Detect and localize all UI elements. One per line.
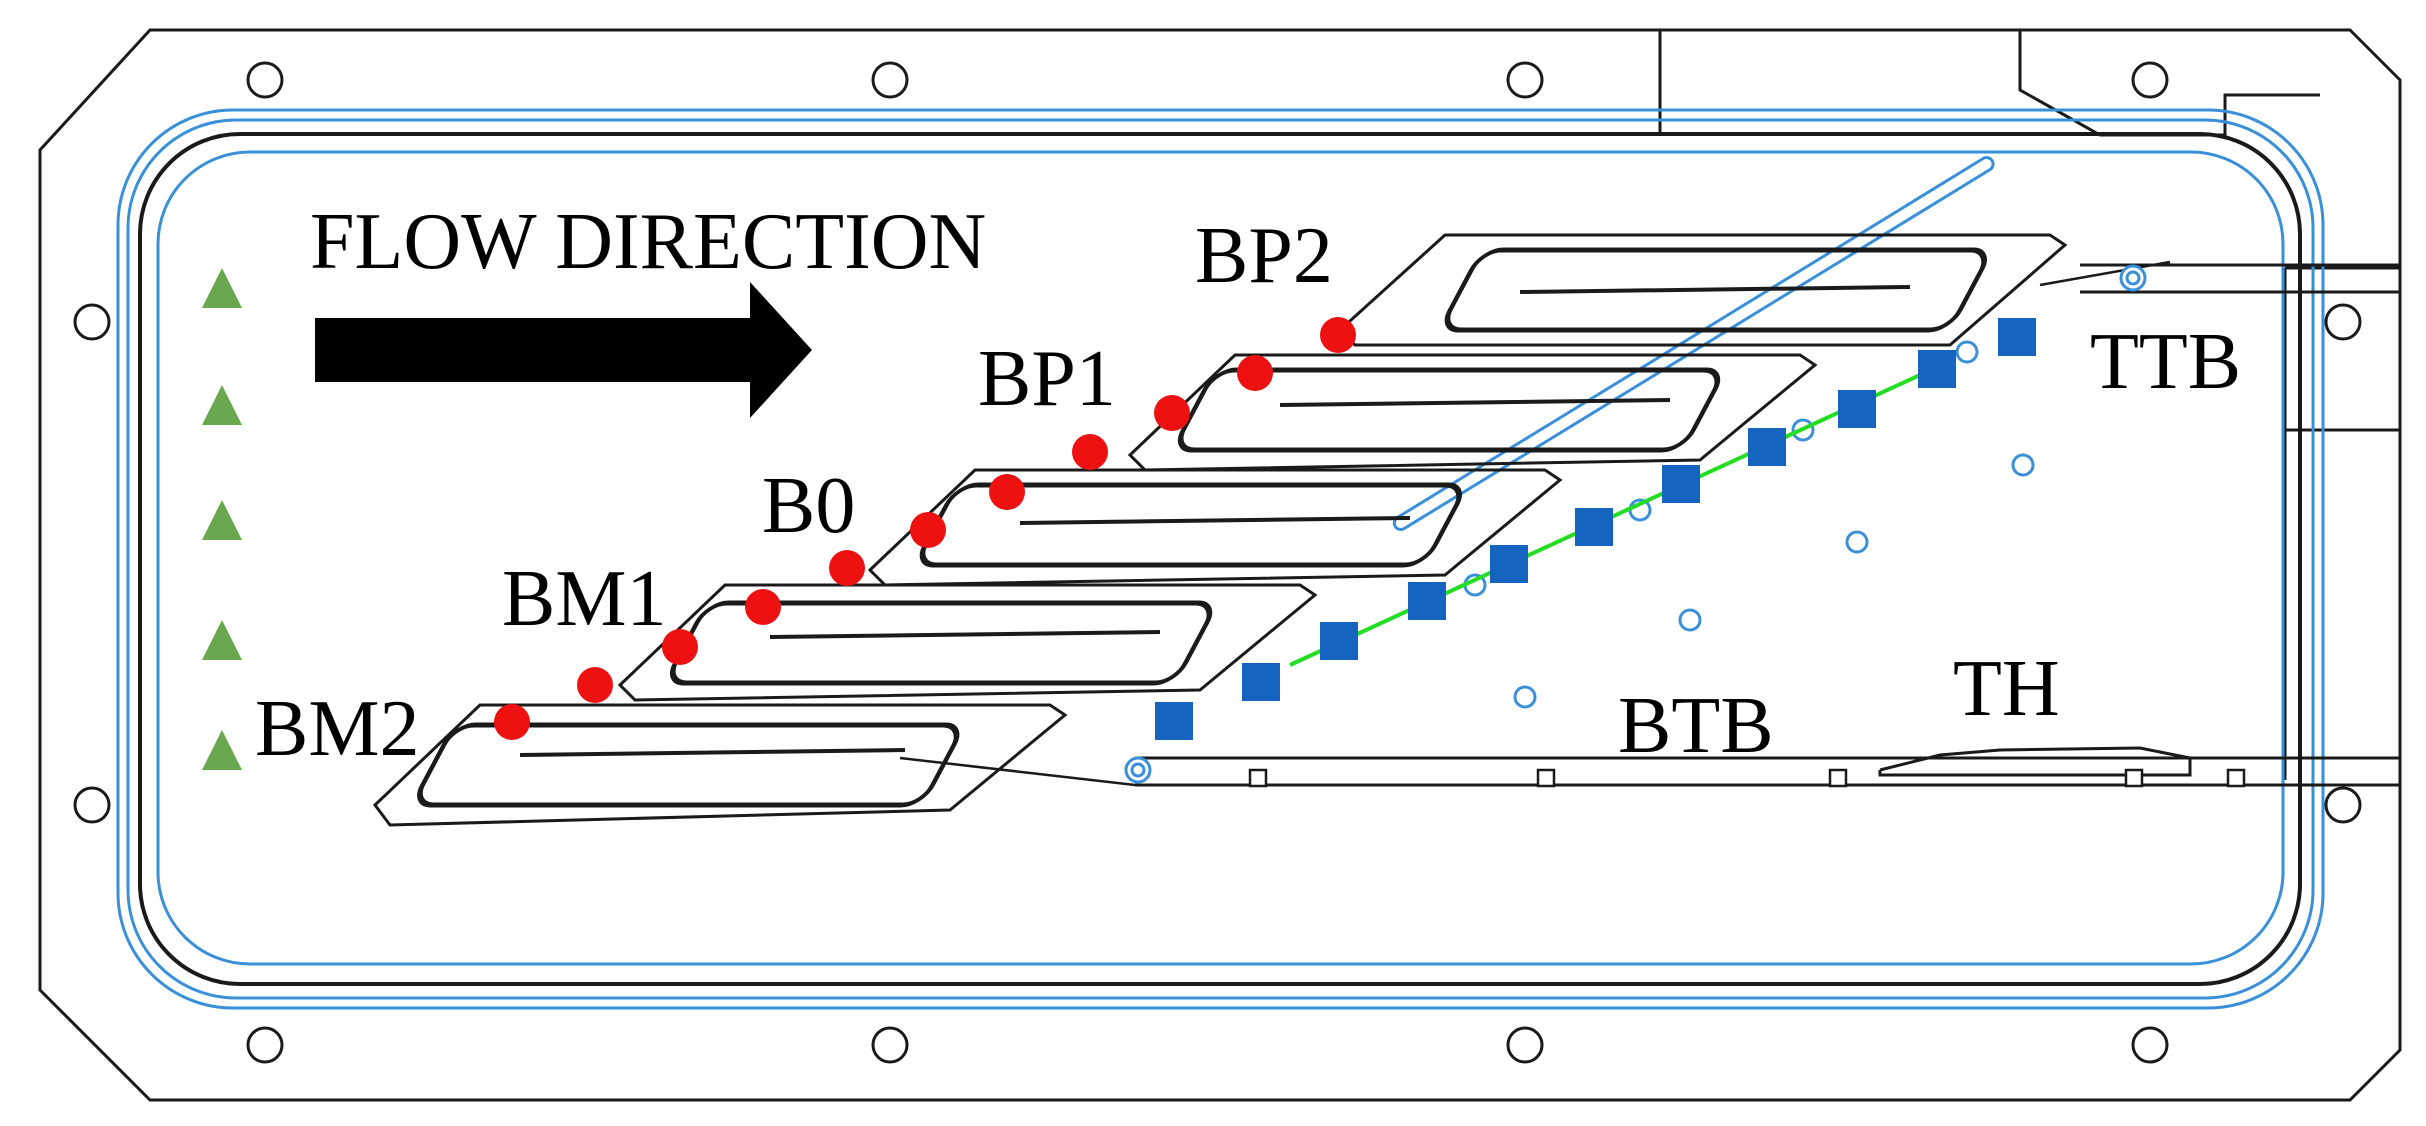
leading-edge-sensors (494, 317, 1356, 740)
blue-square-marker (1408, 582, 1446, 620)
red-circle-marker (829, 550, 865, 586)
red-circle-marker (1154, 395, 1190, 431)
blue-square-marker (1998, 318, 2036, 356)
inlet-sensors (202, 268, 242, 770)
blade-bp1 (1127, 353, 1818, 472)
triangle-marker (202, 500, 242, 540)
blue-square-marker (1242, 663, 1280, 701)
channel-slot (1392, 156, 1995, 532)
triangle-marker (202, 730, 242, 770)
frame-bolt-holes (73, 61, 2362, 1064)
flow-direction-label: FLOW DIRECTION (310, 198, 986, 286)
blue-square-marker (1320, 622, 1358, 660)
trailing-sensors (1155, 318, 2036, 740)
blue-square-marker (1155, 702, 1193, 740)
label-ttb: TTB (2090, 318, 2241, 406)
red-circle-marker (494, 704, 530, 740)
flow-arrow (315, 282, 812, 418)
red-circle-marker (1237, 355, 1273, 391)
triangle-marker (202, 385, 242, 425)
blue-square-marker (1918, 350, 1956, 388)
blade-b0 (867, 468, 1563, 587)
label-bp1: BP1 (978, 335, 1116, 423)
seal-rings (116, 108, 2325, 1010)
blue-square-marker (1575, 508, 1613, 546)
red-circle-marker (1072, 434, 1108, 470)
red-circle-marker (745, 589, 781, 625)
label-bm2: BM2 (255, 685, 420, 773)
wall-taps (1248, 768, 2246, 788)
red-circle-marker (1320, 317, 1356, 353)
label-b0: B0 (762, 462, 855, 550)
label-btb: BTB (1618, 682, 1774, 770)
blue-square-marker (1748, 428, 1786, 466)
label-bm1: BM1 (502, 555, 667, 643)
test-section-boundary (138, 132, 2302, 986)
blue-square-marker (1490, 545, 1528, 583)
blade-bp2 (1337, 233, 2068, 347)
red-circle-marker (910, 512, 946, 548)
red-circle-marker (577, 667, 613, 703)
red-circle-marker (989, 474, 1025, 510)
red-circle-marker (662, 629, 698, 665)
blue-square-marker (1838, 390, 1876, 428)
label-th: TH (1953, 645, 2060, 733)
probe-holes (1124, 264, 2147, 784)
blade-bm1 (617, 583, 1318, 702)
triangle-marker (202, 620, 242, 660)
label-bp2: BP2 (1195, 212, 1333, 300)
blue-square-marker (1662, 465, 1700, 503)
frame-outline (38, 28, 2402, 1102)
blade-bm2 (373, 703, 1068, 827)
diagonal-lines (899, 260, 2171, 787)
triangle-marker (202, 268, 242, 308)
